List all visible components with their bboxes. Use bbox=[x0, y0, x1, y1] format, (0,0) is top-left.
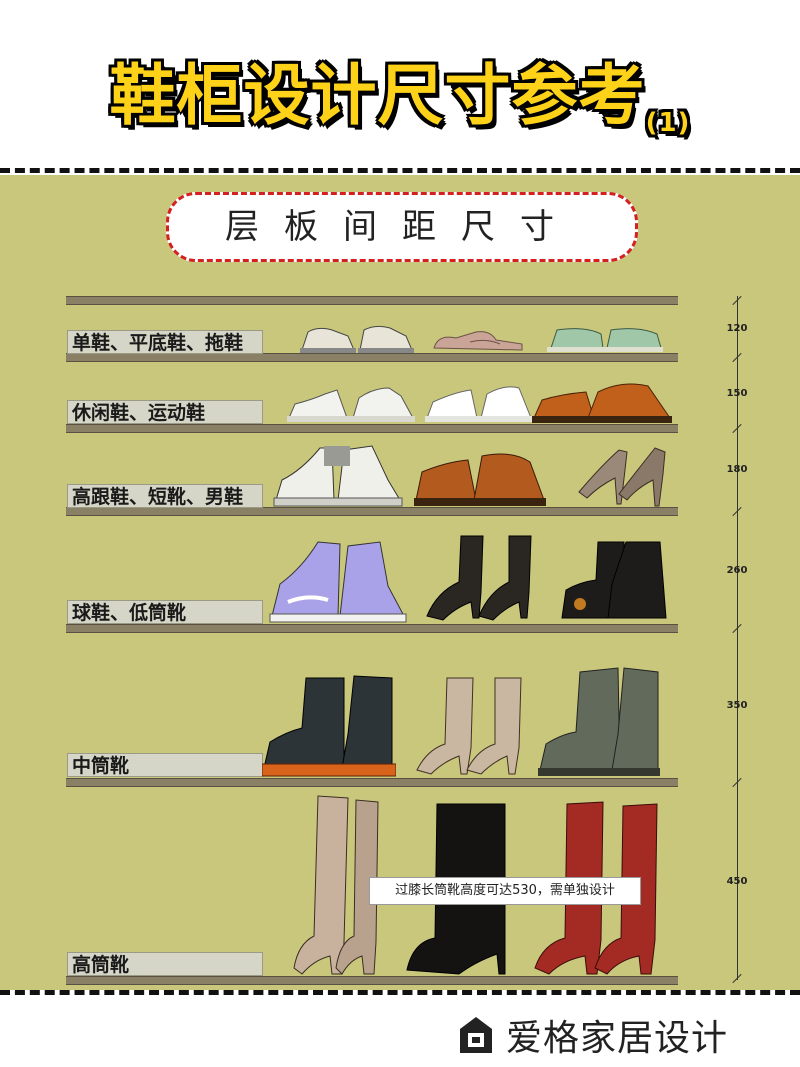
grey-lace-boot-icon bbox=[538, 667, 660, 776]
dimension-value-2: 150 bbox=[726, 388, 748, 399]
basketball-sneaker-icon bbox=[269, 541, 407, 623]
ballet-flat-icon bbox=[433, 331, 523, 351]
high-top-canvas-shoe-icon bbox=[273, 445, 403, 507]
shelf-board-3 bbox=[66, 507, 678, 516]
shelf-board-4 bbox=[66, 624, 678, 633]
white-trainer-icon bbox=[425, 386, 533, 422]
title-sub: (1) bbox=[645, 108, 691, 138]
shelf-board-2 bbox=[66, 424, 678, 433]
section-title: 层板间距尺寸 bbox=[166, 192, 638, 262]
tall-beige-boot-icon bbox=[293, 795, 379, 975]
row-label-3: 高跟鞋、短靴、男鞋 bbox=[67, 484, 263, 508]
house-icon bbox=[460, 1017, 492, 1053]
row-label-6: 高筒靴 bbox=[67, 952, 263, 976]
cabinet-panel bbox=[0, 175, 800, 990]
leather-casual-shoe-icon bbox=[532, 383, 672, 423]
beige-heel-boot-icon bbox=[416, 677, 522, 775]
row-label-1: 单鞋、平底鞋、拖鞋 bbox=[67, 330, 263, 354]
high-heel-icon bbox=[578, 447, 666, 507]
black-ankle-boot-icon bbox=[426, 535, 532, 621]
row-label-5: 中筒靴 bbox=[67, 753, 263, 777]
brand-name: 爱格家居设计 bbox=[506, 1018, 729, 1059]
bottom-dashed-divider bbox=[0, 990, 800, 995]
page-title: 鞋柜设计尺寸参考(1) bbox=[0, 42, 800, 138]
brand-logo: 爱格家居设计 bbox=[458, 1010, 728, 1060]
tall-boot-note: 过膝长筒靴高度可达530，需单独设计 bbox=[369, 877, 641, 905]
shelf-board-5 bbox=[66, 778, 678, 787]
top-dashed-divider bbox=[0, 168, 800, 173]
shelf-board-top bbox=[66, 296, 678, 305]
dimension-value-6: 450 bbox=[726, 876, 748, 887]
shelf-board-1 bbox=[66, 353, 678, 362]
row-label-4: 球鞋、低筒靴 bbox=[67, 600, 263, 624]
slipper-icon bbox=[547, 328, 663, 352]
white-sneaker-icon bbox=[287, 387, 415, 422]
dimension-value-5: 350 bbox=[726, 700, 748, 711]
shelf-board-6 bbox=[66, 976, 678, 985]
flat-sneaker-icon bbox=[300, 325, 414, 353]
brown-boot-shoe-icon bbox=[414, 453, 546, 506]
dimension-line bbox=[737, 296, 738, 980]
dimension-value-4: 260 bbox=[726, 565, 748, 576]
row-label-2: 休闲鞋、运动鞋 bbox=[67, 400, 263, 424]
combat-boot-icon bbox=[262, 675, 396, 777]
dimension-value-3: 180 bbox=[726, 464, 748, 475]
title-main: 鞋柜设计尺寸参考 bbox=[109, 57, 646, 134]
dimension-value-1: 120 bbox=[726, 323, 748, 334]
black-chelsea-boot-icon bbox=[561, 541, 667, 619]
